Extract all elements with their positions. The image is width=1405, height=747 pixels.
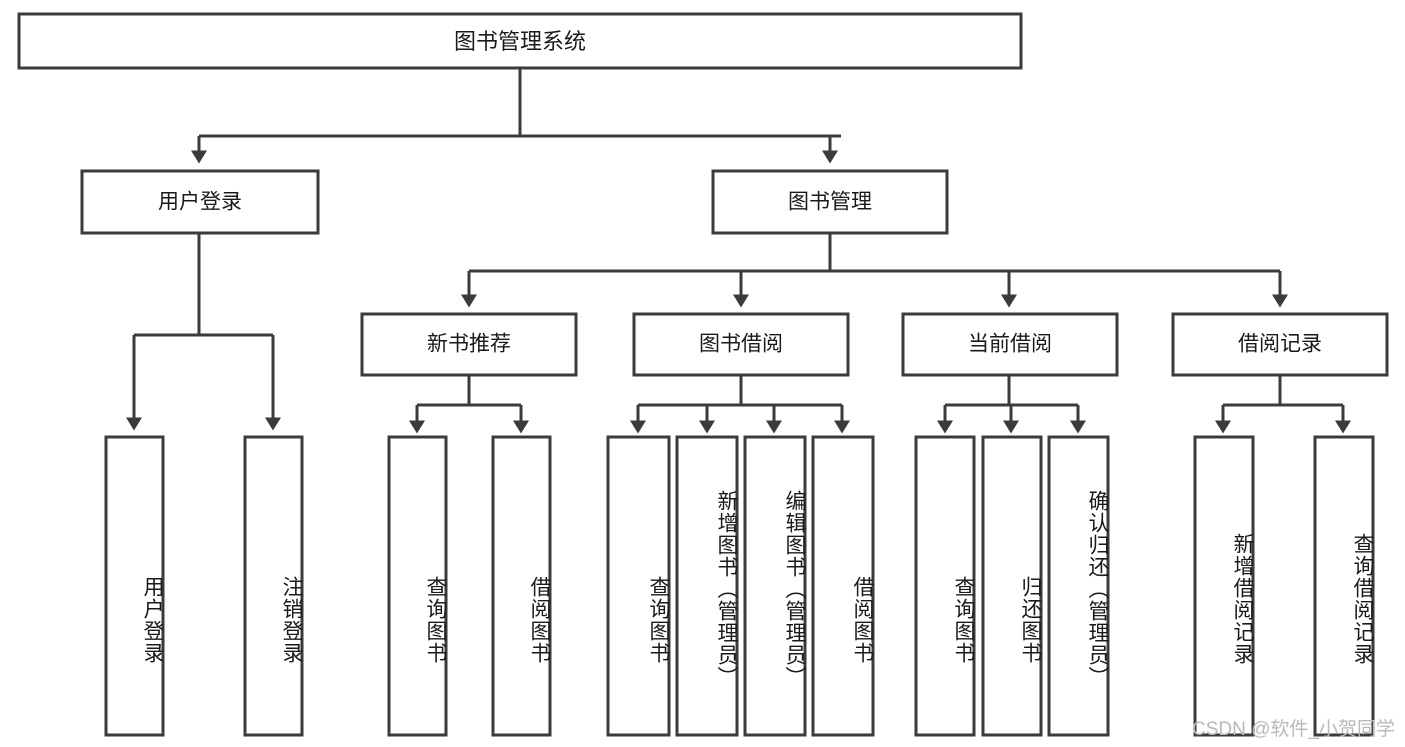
connector-root-to-level1	[191, 68, 841, 164]
node-new-book-recommend-box[interactable]	[360, 312, 578, 377]
node-leaf-query-record-box[interactable]	[1313, 435, 1375, 737]
node-borrow-record-label: 借阅记录	[1238, 333, 1322, 356]
csdn-watermark: CSDN @软件_小贺同学	[1192, 719, 1395, 740]
node-leaf-borrow-book-1-box[interactable]	[491, 435, 552, 737]
connector-currentborrow-to-leaves	[937, 375, 1086, 434]
connector-bookborrow-to-leaves	[630, 375, 850, 434]
node-leaf-edit-book-box[interactable]	[743, 435, 807, 737]
node-leaf-confirm-return-box[interactable]	[1047, 435, 1110, 737]
node-book-management-label: 图书管理	[788, 191, 872, 214]
node-current-borrow-box[interactable]	[901, 312, 1119, 377]
node-current-borrow-label: 当前借阅	[968, 333, 1052, 356]
node-new-book-recommend-label: 新书推荐	[427, 333, 511, 356]
connector-borrowrecord-to-leaves	[1215, 375, 1351, 434]
node-leaf-query-book-1-box[interactable]	[387, 435, 448, 737]
node-leaf-add-record-box[interactable]	[1193, 435, 1255, 737]
connector-newbook-to-leaves	[409, 375, 529, 434]
node-leaf-logout-login-box[interactable]	[243, 435, 304, 737]
node-leaf-user-login-box[interactable]	[104, 435, 165, 737]
node-leaf-return-book-box[interactable]	[981, 435, 1043, 737]
node-user-login-box[interactable]	[80, 169, 320, 235]
node-book-management-box[interactable]	[711, 169, 949, 235]
node-root-box[interactable]	[17, 12, 1023, 70]
node-leaf-add-book-box[interactable]	[675, 435, 739, 737]
node-borrow-record-box[interactable]	[1171, 312, 1389, 377]
node-book-borrow-label: 图书借阅	[699, 333, 783, 356]
node-leaf-query-book-2-box[interactable]	[606, 435, 671, 737]
connector-bookmgmt-to-level2	[461, 233, 1288, 308]
node-book-borrow-box[interactable]	[632, 312, 850, 377]
node-leaf-query-book-3-box[interactable]	[914, 435, 976, 737]
node-leaf-borrow-book-2-box[interactable]	[811, 435, 875, 737]
node-root-label: 图书管理系统	[454, 29, 586, 54]
node-user-login-label: 用户登录	[158, 191, 242, 214]
connector-userlogin-to-leaves	[126, 233, 281, 431]
